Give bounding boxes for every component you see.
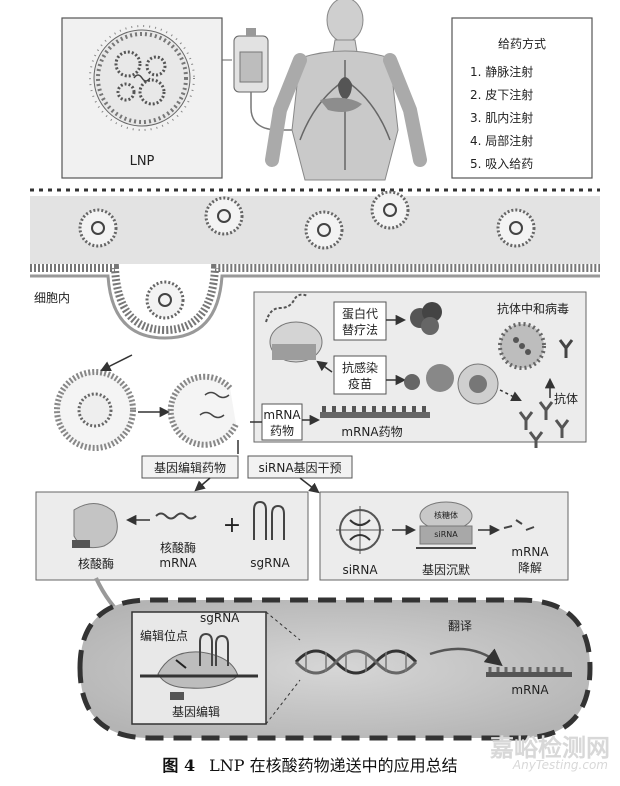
mrna-fragments-icon	[503, 519, 535, 531]
nuclease-mrna-line2: mRNA	[159, 556, 197, 570]
arrow	[429, 647, 503, 667]
lnp-large-icon	[89, 25, 195, 131]
ribosome-silencing-icon	[416, 501, 476, 549]
watermark-cn: 嘉峪检测网	[490, 734, 610, 762]
endosome-icon	[54, 369, 136, 451]
arrow	[100, 354, 133, 371]
figure-caption: 图 4 LNP 在核酸药物递送中的应用总结	[0, 752, 620, 776]
antibody-label: 抗体	[554, 391, 578, 406]
vaccine-line1: 抗感染	[342, 360, 378, 375]
sirna-target-icon	[336, 506, 384, 554]
caption-text: LNP 在核酸药物递送中的应用总结	[209, 756, 458, 775]
diagram-art: LNP 给药方式 1. 静脉注射 2. 皮下注射 3. 肌内注射 4. 局部注射…	[30, 0, 600, 741]
crispr-complex-icon	[140, 632, 258, 700]
arrow	[499, 389, 522, 401]
route-item: 1. 静脉注射	[470, 64, 533, 79]
route-item: 3. 肌内注射	[470, 110, 533, 125]
cell-membrane	[30, 264, 600, 340]
sgrna-label: sgRNA	[250, 556, 290, 570]
gene-silencing-label: 基因沉默	[422, 562, 470, 577]
lnp-small-icon	[370, 190, 410, 230]
route-item: 2. 皮下注射	[470, 87, 533, 102]
protein-cluster-icon	[410, 302, 442, 335]
mrna-drug-box-line1: mRNA	[263, 408, 301, 422]
administration-title: 给药方式	[498, 36, 546, 51]
human-body-icon	[265, 0, 427, 181]
lnp-small-icon	[78, 208, 118, 248]
route-item: 4. 局部注射	[470, 133, 533, 148]
mrna-degrade-line1: mRNA	[511, 545, 549, 559]
mrna-degrade-line2: 降解	[518, 561, 542, 575]
nuclease-icon	[72, 503, 118, 549]
iv-bag-icon	[222, 28, 302, 131]
arrow	[299, 477, 320, 494]
gene-edit-drug-box	[141, 455, 239, 479]
lnp-small-icon	[204, 196, 244, 236]
endosome-escape-icon	[167, 373, 239, 448]
nuclease-mrna-line1: 核酸酶	[160, 540, 196, 555]
dna-helix-icon	[294, 649, 418, 675]
caption-label: 图 4	[162, 756, 196, 775]
gene-edit-drug-label: 基因编辑药物	[154, 460, 226, 475]
nuclease-mrna-icon	[155, 512, 197, 520]
nuclease-label: 核酸酶	[78, 556, 114, 571]
mrna-drug-box-line2: 药物	[270, 424, 294, 438]
arrow	[194, 477, 211, 492]
plus-sign: +	[223, 513, 241, 538]
route-item: 5. 吸入给药	[470, 157, 533, 171]
virus-icon	[498, 322, 546, 370]
vaccine-box	[333, 355, 387, 395]
mrna-drug-box	[261, 403, 303, 441]
antibody-group-icon	[518, 401, 570, 448]
mrna-drug-label: mRNA药物	[341, 425, 402, 439]
neutralize-label: 抗体中和病毒	[497, 301, 569, 316]
protein-therapy-box	[333, 301, 387, 341]
antibody-icon	[558, 339, 574, 358]
lnp-endocytosis-icon	[145, 280, 185, 320]
mrna-nucleus-label: mRNA	[511, 683, 549, 697]
intracellular-label: 细胞内	[34, 291, 70, 305]
ribosome-icon	[265, 293, 323, 363]
lnp-label: LNP	[130, 154, 155, 169]
lnp-small-icon	[496, 208, 536, 248]
mrna-strand-icon	[320, 406, 430, 418]
inset-connector	[265, 611, 301, 641]
gene-editing-label: 基因编辑	[172, 704, 220, 719]
sirna-label: siRNA	[342, 563, 378, 577]
protein-therapy-line1: 蛋白代	[342, 306, 378, 321]
translation-label: 翻译	[448, 619, 472, 633]
sirna-small-label: siRNA	[434, 530, 458, 539]
sirna-intervention-label: siRNA基因干预	[258, 461, 341, 475]
antigen-cell-icon	[404, 363, 499, 405]
sgrna-nucleus-label: sgRNA	[200, 611, 240, 625]
sgrna-icon	[253, 500, 285, 540]
ribosome-label: 核糖体	[434, 510, 458, 520]
lnp-small-icon	[304, 210, 344, 250]
vaccine-line2: 疫苗	[348, 376, 372, 391]
protein-therapy-line2: 替疗法	[342, 323, 378, 337]
mrna-output-icon	[486, 667, 572, 677]
arrow	[316, 360, 333, 373]
watermark-en: AnyTesting.com	[512, 758, 608, 772]
administration-routes-box	[451, 17, 593, 179]
edit-site-label: 编辑位点	[140, 628, 188, 643]
